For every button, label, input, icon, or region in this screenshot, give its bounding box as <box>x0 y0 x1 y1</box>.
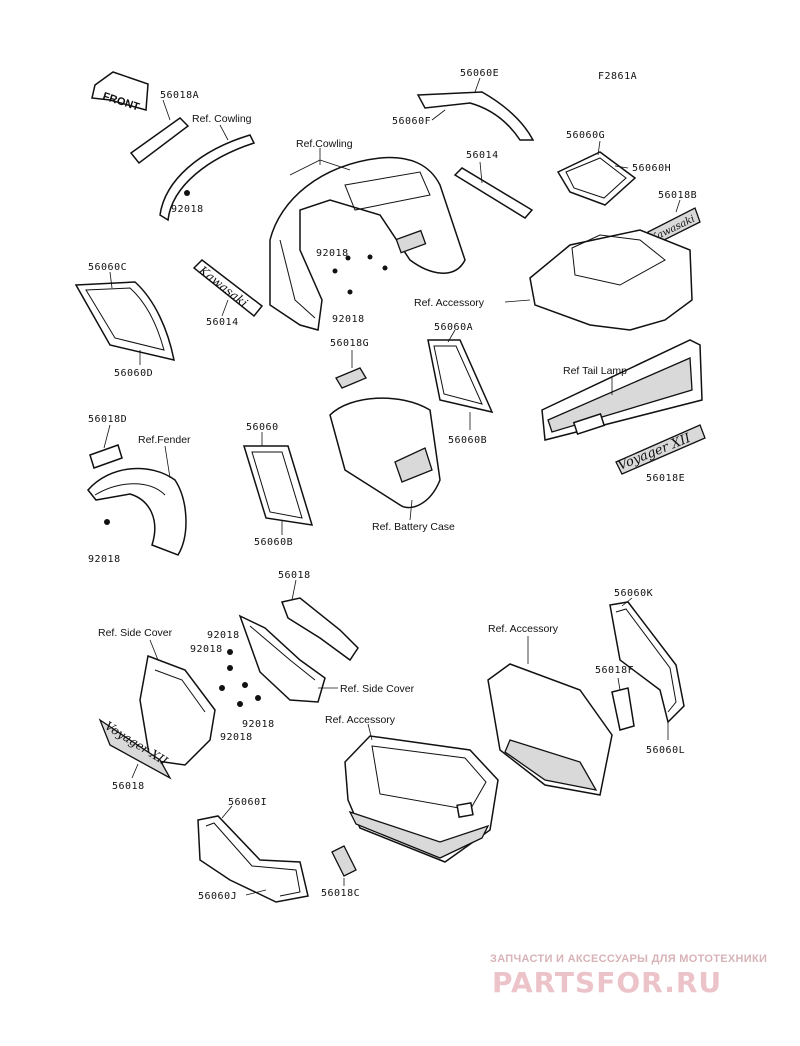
label-92018-d: 92018 <box>88 554 121 565</box>
label-92018-g: 92018 <box>242 719 275 730</box>
label-56060C: 56060C <box>88 262 127 273</box>
fasteners-cluster <box>219 649 261 707</box>
label-56018B: 56018B <box>658 190 697 201</box>
label-56018-b: 56018 <box>112 781 145 792</box>
label-56018E: 56018E <box>646 473 685 484</box>
ref-accessory-label-1: Ref. Accessory <box>414 297 485 309</box>
watermark-tagline: ЗАПЧАСТИ И АКСЕССУАРЫ ДЛЯ МОТОТЕХНИКИ <box>490 953 767 965</box>
label-56060K: 56060K <box>614 588 653 599</box>
part-56060E-56060F <box>416 77 535 141</box>
label-56018F: 56018F <box>595 665 634 676</box>
label-56060G: 56060G <box>566 130 605 141</box>
label-92018-c: 92018 <box>332 314 365 325</box>
label-92018-h: 92018 <box>220 732 253 743</box>
label-56018-a: 56018 <box>278 570 311 581</box>
emblem-kawasaki: Kawasaki <box>195 263 250 310</box>
part-56018C <box>331 845 357 886</box>
part-56018F <box>611 677 635 731</box>
label-92018-b: 92018 <box>316 248 349 259</box>
part-56060I-56060J <box>197 805 309 903</box>
ref-fender-label: Ref.Fender <box>138 434 191 446</box>
label-56060B-a: 56060B <box>448 435 487 446</box>
ref-side-cover-label-2: Ref. Side Cover <box>340 683 415 695</box>
part-56060C-56060D <box>74 271 175 365</box>
ref-side-cover-label-1: Ref. Side Cover <box>98 627 173 639</box>
ref-accessory-trunk <box>504 229 693 331</box>
emblem-voyager: Voyager XII <box>616 431 694 474</box>
label-56060L: 56060L <box>646 745 685 756</box>
label-56060D: 56060D <box>114 368 153 379</box>
ref-tail-lamp <box>541 339 703 441</box>
label-56018C: 56018C <box>321 888 360 899</box>
part-56060G-56060H <box>556 140 637 206</box>
part-56018E-emblem: Voyager XII <box>615 424 706 475</box>
figure-code: F2861A <box>598 71 637 82</box>
label-56060J: 56060J <box>198 891 237 902</box>
part-56018A <box>129 99 190 165</box>
ref-side-cover-right <box>238 614 338 703</box>
part-56060-56060B <box>242 432 314 535</box>
ref-cowling-strip <box>159 124 256 222</box>
watermark-logo: PARTSFOR.RU <box>492 966 722 999</box>
part-56018G <box>335 350 367 389</box>
label-56060: 56060 <box>246 422 279 433</box>
ref-side-cover-left <box>139 639 216 766</box>
label-56060A: 56060A <box>434 322 473 333</box>
ref-accessory-saddlebag-left <box>344 723 499 863</box>
label-56018A: 56018A <box>160 90 199 101</box>
part-56060K-56060L <box>609 597 685 740</box>
label-56060I: 56060I <box>228 797 267 808</box>
ref-tail-lamp-label: Ref Tail Lamp <box>563 365 627 377</box>
ref-cowling-label-2: Ref.Cowling <box>296 138 353 150</box>
ref-accessory-label-3: Ref. Accessory <box>325 714 396 726</box>
label-56014-a: 56014 <box>466 150 499 161</box>
label-56060B-b: 56060B <box>254 537 293 548</box>
fairing-cowling <box>269 148 466 331</box>
ref-accessory-label-2: Ref. Accessory <box>488 623 559 635</box>
ref-battery-case-label: Ref. Battery Case <box>372 521 455 533</box>
ref-battery-case <box>329 397 441 521</box>
ref-accessory-saddlebag-right <box>487 636 613 796</box>
ref-cowling-label-1: Ref. Cowling <box>192 113 252 125</box>
label-92018-e: 92018 <box>207 630 240 641</box>
label-56060E: 56060E <box>460 68 499 79</box>
part-56018-strip <box>280 579 359 662</box>
part-56014-kawasaki: Kawasaki <box>192 259 264 318</box>
label-56018G: 56018G <box>330 338 369 349</box>
label-92018-a: 92018 <box>171 204 204 215</box>
label-56014-b: 56014 <box>206 317 239 328</box>
part-56014-upper <box>453 161 534 219</box>
label-92018-f: 92018 <box>190 644 223 655</box>
label-56060F: 56060F <box>392 116 431 127</box>
part-56060A-56060B <box>427 329 494 430</box>
label-56060H: 56060H <box>632 163 671 174</box>
label-56018D: 56018D <box>88 414 127 425</box>
front-arrow-icon: FRONT <box>91 71 149 114</box>
ref-fender <box>87 445 187 556</box>
part-56018D <box>89 424 123 469</box>
